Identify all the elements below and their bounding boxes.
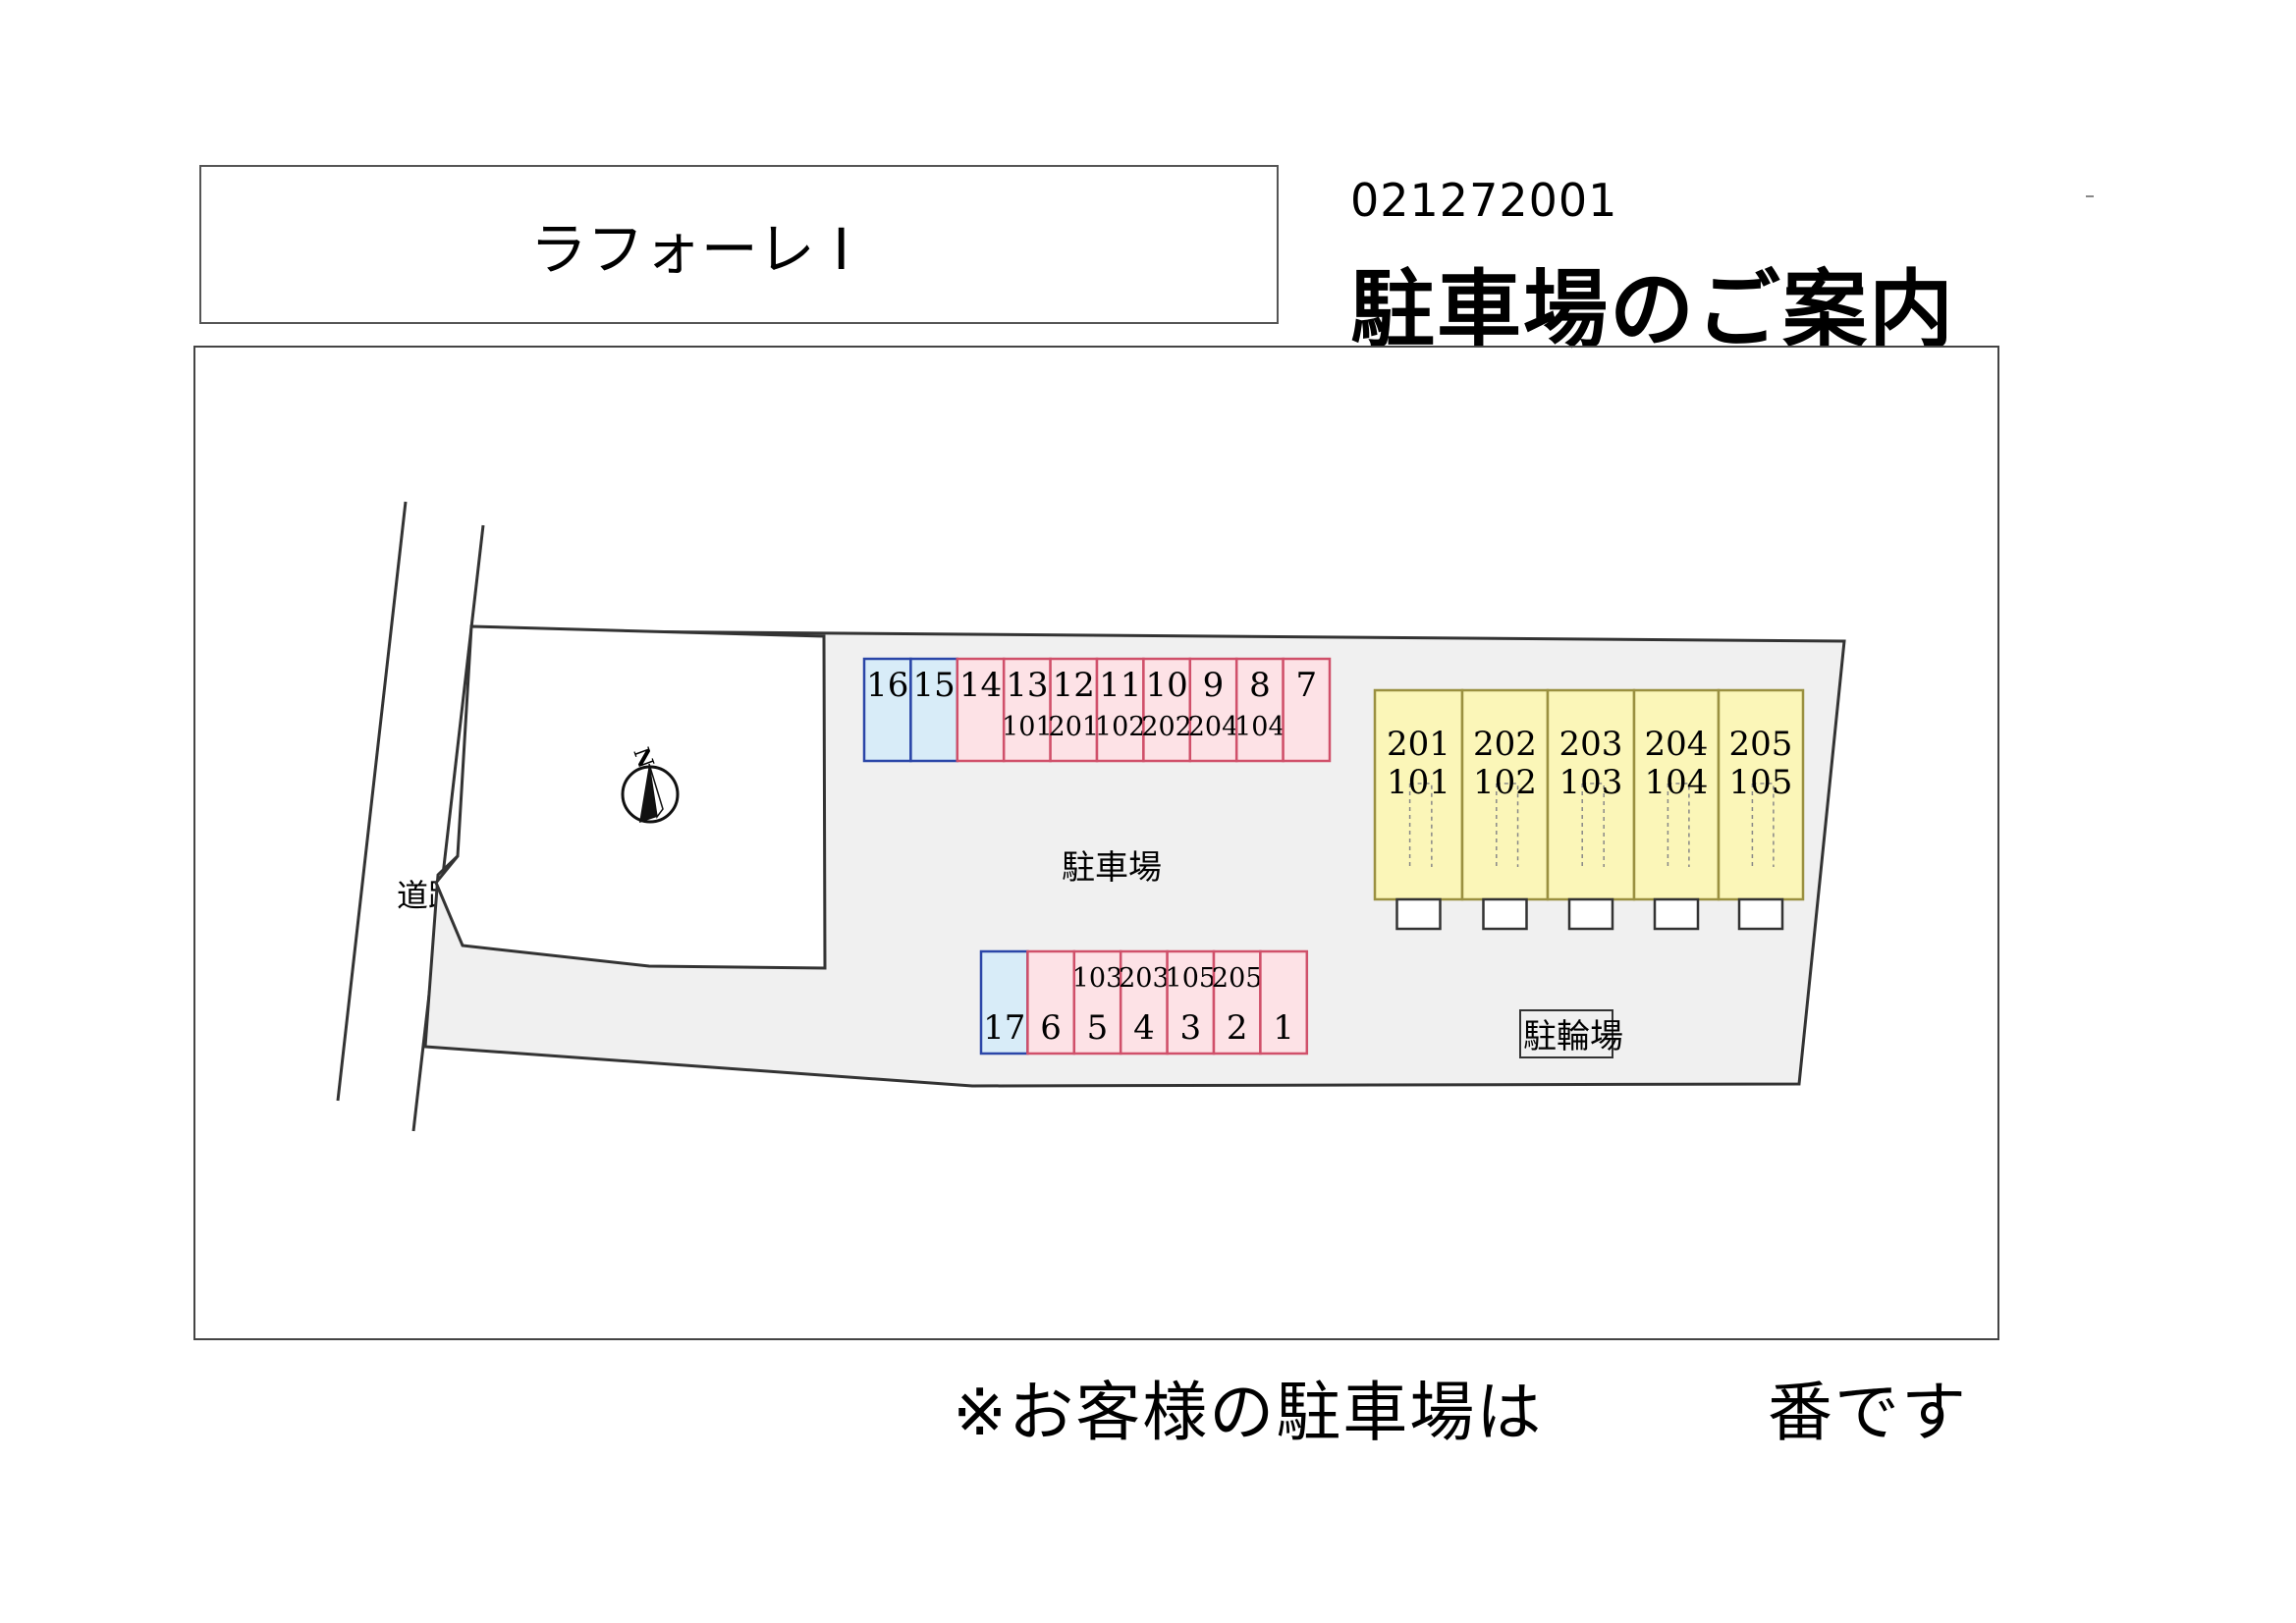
parking-space-number: 2	[1227, 1008, 1248, 1048]
unit-entrance	[1395, 897, 1442, 931]
unit-interior-line	[1408, 783, 1433, 867]
property-name: ラフォーレ I	[529, 216, 850, 283]
unit-number-lower: 101	[1387, 763, 1450, 802]
unit-interior-line	[1751, 783, 1775, 867]
parking-space-number: 11	[1099, 666, 1141, 705]
unit-entrance	[1482, 897, 1528, 931]
unit-entrance	[1567, 897, 1614, 931]
parking-space-17	[979, 949, 1029, 1055]
parking-space-number: 5	[1087, 1008, 1109, 1048]
unit-number-upper: 203	[1559, 725, 1623, 764]
parking-space-number: 10	[1145, 666, 1187, 705]
parking-space-unit: 204	[1188, 712, 1239, 742]
parking-space-12	[1049, 657, 1099, 763]
unit-number-lower: 105	[1729, 763, 1793, 802]
parking-space-unit: 201	[1049, 712, 1100, 742]
parking-space-number: 12	[1053, 666, 1095, 705]
unit-number-lower: 103	[1559, 763, 1623, 802]
unit-number-upper: 204	[1645, 725, 1709, 764]
parking-space-number: 3	[1179, 1008, 1201, 1048]
parking-space-number: 9	[1203, 666, 1225, 705]
parking-space-unit: 104	[1234, 712, 1285, 742]
parking-space-number: 1	[1273, 1008, 1294, 1048]
parking-space-5	[1072, 949, 1122, 1055]
bicycle-parking-box	[1519, 1009, 1613, 1058]
building-unit-203	[1546, 688, 1636, 901]
parking-space-7	[1282, 657, 1332, 763]
parking-space-number: 14	[959, 666, 1002, 705]
parking-space-unit: 203	[1119, 963, 1170, 994]
parking-space-unit: 103	[1072, 963, 1123, 994]
unit-number-upper: 205	[1729, 725, 1793, 764]
parking-space-2	[1212, 949, 1262, 1055]
unit-number-upper: 202	[1473, 725, 1537, 764]
parking-space-unit: 105	[1166, 963, 1217, 994]
parking-space-11	[1095, 657, 1145, 763]
unit-entrance	[1737, 897, 1784, 931]
building-unit-204	[1632, 688, 1721, 901]
parking-space-number: 4	[1133, 1008, 1155, 1048]
road-edge-left	[336, 501, 408, 1102]
parking-space-1	[1259, 949, 1309, 1055]
compass-icon: N	[621, 744, 680, 824]
parking-space-unit: 205	[1212, 963, 1263, 994]
unit-interior-line	[1581, 783, 1605, 867]
parking-space-unit: 202	[1141, 712, 1192, 742]
unit-number-lower: 102	[1473, 763, 1537, 802]
assigned-space-note: ※お客様の駐車場は	[953, 1375, 1544, 1450]
parking-space-4	[1119, 949, 1169, 1055]
parking-space-3	[1166, 949, 1216, 1055]
parking-space-number: 16	[866, 666, 908, 705]
unit-entrance	[1653, 897, 1700, 931]
unit-interior-line	[1496, 783, 1519, 867]
page-heading: 駐車場のご案内	[1350, 261, 1955, 359]
parking-space-unit: 102	[1095, 712, 1146, 742]
parking-area-label: 駐車場	[1062, 848, 1162, 888]
scan-mark	[2086, 195, 2094, 197]
parking-space-number: 6	[1040, 1008, 1062, 1048]
unit-interior-line	[1667, 783, 1690, 867]
parking-space-unit: 101	[1002, 712, 1053, 742]
parking-space-8	[1234, 657, 1285, 763]
parking-space-number: 7	[1295, 666, 1317, 705]
parking-space-number: 8	[1249, 666, 1271, 705]
parking-space-number: 13	[1006, 666, 1048, 705]
property-name-box: ラフォーレ I	[199, 165, 1279, 324]
parking-space-13	[1002, 657, 1052, 763]
parking-space-number: 17	[983, 1008, 1025, 1048]
parking-space-6	[1026, 949, 1076, 1055]
document-id: 021272001	[1350, 174, 1618, 227]
parking-space-number: 15	[912, 666, 955, 705]
assigned-space-suffix: 番です	[1768, 1375, 1968, 1450]
unit-number-upper: 201	[1387, 725, 1450, 764]
unit-number-lower: 104	[1645, 763, 1709, 802]
bicycle-parking-label: 駐輪場	[1523, 1017, 1623, 1056]
